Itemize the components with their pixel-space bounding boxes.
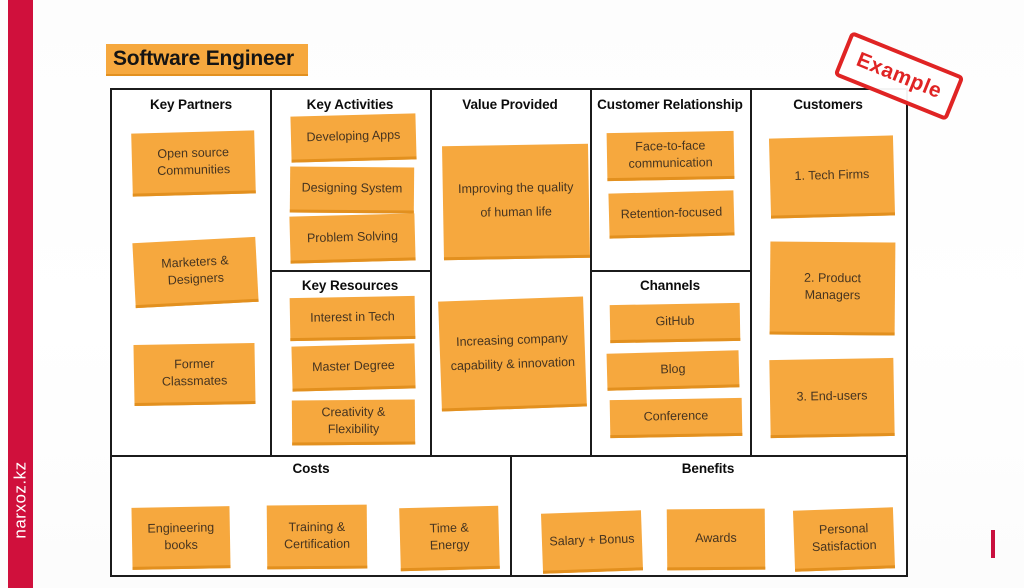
section-header-costs: Costs xyxy=(292,461,330,476)
business-model-canvas: Key Partners Key Activities Value Provid… xyxy=(110,88,908,577)
section-header-value-provided: Value Provided xyxy=(462,97,558,112)
grid-line xyxy=(590,90,592,455)
sticky-note: Marketers & Designers xyxy=(132,236,259,309)
section-header-key-activities: Key Activities xyxy=(306,97,394,112)
brand-watermark: narxoz.kz xyxy=(10,461,30,539)
section-header-channels: Channels xyxy=(640,278,700,293)
section-header-benefits: Benefits xyxy=(681,461,735,476)
section-header-key-resources: Key Resources xyxy=(301,278,399,293)
sticky-note: Conference xyxy=(609,397,743,439)
sticky-note: Salary + Bonus xyxy=(540,510,644,574)
grid-line xyxy=(270,270,432,272)
sticky-note: Developing Apps xyxy=(290,113,417,163)
sticky-note: Open source Communities xyxy=(131,130,256,197)
sticky-note: Engineering books xyxy=(131,506,231,570)
grid-line xyxy=(112,455,906,457)
brand-sidebar xyxy=(8,0,33,588)
sticky-note: Former Classmates xyxy=(133,342,256,407)
grid-line xyxy=(430,90,432,455)
page-title: Software Engineer xyxy=(106,44,308,76)
sticky-note: GitHub xyxy=(609,302,741,344)
grid-line xyxy=(590,270,752,272)
sticky-note: Creativity & Flexibility xyxy=(291,399,416,446)
sticky-note: Increasing company capability & innovati… xyxy=(438,296,587,412)
sticky-note: 1. Tech Firms xyxy=(768,135,896,219)
sticky-note: 3. End-users xyxy=(769,357,895,439)
sticky-note: Awards xyxy=(666,508,766,571)
grid-line xyxy=(750,90,752,455)
sticky-note: Training & Certification xyxy=(266,504,368,570)
sticky-note: Retention-focused xyxy=(608,190,735,239)
cursor-tick xyxy=(991,530,995,558)
sticky-note: Face-to-face communication xyxy=(606,130,735,182)
sticky-note: Interest in Tech xyxy=(289,295,416,342)
sticky-note: Time & Energy xyxy=(399,505,500,572)
sticky-note: Master Degree xyxy=(291,343,416,392)
section-header-customers: Customers xyxy=(793,97,863,112)
section-header-key-partners: Key Partners xyxy=(149,97,233,112)
grid-line xyxy=(510,455,512,575)
sticky-note: Problem Solving xyxy=(289,213,416,264)
sticky-note: Blog xyxy=(606,350,740,391)
sticky-note: 2. Product Managers xyxy=(769,241,896,336)
sticky-note: Improving the quality of human life xyxy=(442,143,590,261)
section-header-customer-relationship: Customer Relationship xyxy=(597,97,743,112)
grid-line xyxy=(270,90,272,455)
sticky-note: Personal Satisfaction xyxy=(792,507,896,572)
brand-watermark-wrap: narxoz.kz xyxy=(8,438,33,562)
sticky-note: Designing System xyxy=(289,166,415,214)
